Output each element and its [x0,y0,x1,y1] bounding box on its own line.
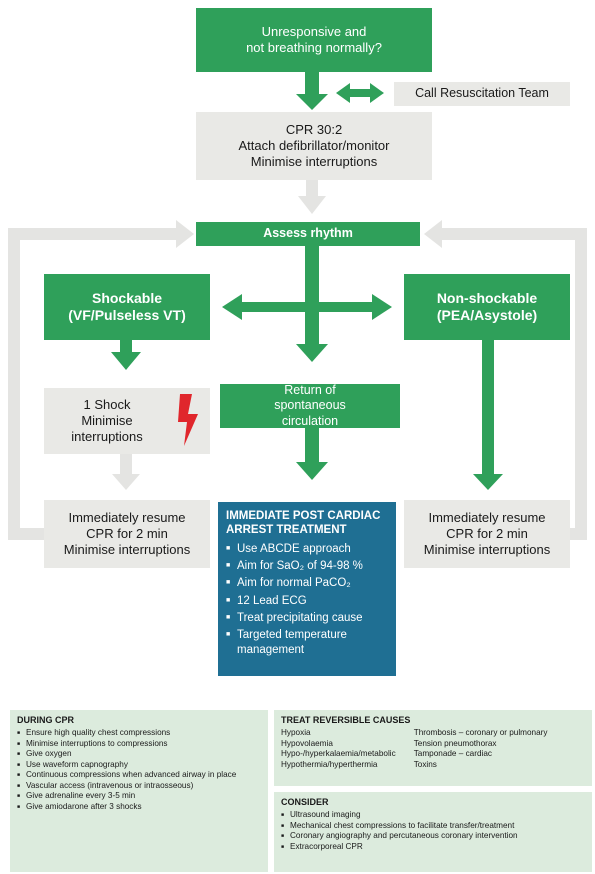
reversible-causes-right: Thrombosis – coronary or pulmonary Tensi… [414,728,548,770]
list-item: Continuous compressions when advanced ai… [17,770,261,781]
list-item: Use waveform capnography [17,760,261,771]
list-item: Hypothermia/hyperthermia [281,759,378,769]
list-item: Aim for normal PaCO₂ [226,576,388,590]
list-item: Give adrenaline every 3-5 min [17,791,261,802]
list-item: Tamponade – cardiac [413,749,492,758]
list-item: Targeted temperature management [226,628,388,657]
reversible-causes-title: TREAT REVERSIBLE CAUSES [281,715,411,725]
list-item: Ultrasound imaging [281,810,585,821]
post-cardiac-arrest-title: IMMEDIATE POST CARDIAC ARREST TREATMENT [226,510,381,536]
list-item: Thrombosis – coronary or pulmonary [413,728,548,737]
list-item: Extracorporeal CPR [281,842,585,853]
list-item: Mechanical chest compressions to facilit… [281,821,585,832]
consider-panel: CONSIDER Ultrasound imaging Mechanical c… [274,792,592,872]
assess-rhythm-box: Assess rhythm [196,222,420,246]
post-cardiac-arrest-list: Use ABCDE approach Aim for SaO₂ of 94-98… [226,542,388,658]
list-item: Hypoxia [281,728,311,737]
during-cpr-title: DURING CPR [17,715,75,725]
consider-list: Ultrasound imaging Mechanical chest comp… [281,810,585,852]
list-item: Aim for SaO₂ of 94-98 % [226,559,388,573]
lightning-bolt-icon [178,394,198,446]
list-item: Tension pneumothorax [413,738,497,748]
list-item: Hypovolaemia [281,738,333,748]
post-cardiac-arrest-box: IMMEDIATE POST CARDIAC ARREST TREATMENT … [218,502,396,676]
list-item: Minimise interruptions to compressions [17,739,261,750]
list-item: Ensure high quality chest compressions [17,728,261,739]
list-item: 12 Lead ECG [226,594,388,608]
list-item: Use ABCDE approach [226,542,388,556]
resume-cpr-right-box: Immediately resume CPR for 2 min Minimis… [404,500,570,568]
list-item: Toxins [413,759,437,769]
list-item: Treat precipitating cause [226,611,388,625]
during-cpr-panel: DURING CPR Ensure high quality chest com… [10,710,268,872]
list-item: Hypo-/hyperkalaemia/metabolic [281,749,396,758]
reversible-causes-columns: Hypoxia Hypovolaemia Hypo-/hyperkalaemia… [281,728,585,770]
consider-title: CONSIDER [281,797,329,807]
reversible-causes-panel: TREAT REVERSIBLE CAUSES Hypoxia Hypovola… [274,710,592,786]
list-item: Give oxygen [17,749,261,760]
shockable-box: Shockable (VF/Pulseless VT) [44,274,210,340]
nonshockable-box: Non-shockable (PEA/Asystole) [404,274,570,340]
call-team-box: Call Resuscitation Team [394,82,570,106]
list-item: Coronary angiography and percutaneous co… [281,831,585,842]
cpr-box: CPR 30:2 Attach defibrillator/monitor Mi… [196,112,432,180]
resume-cpr-left-box: Immediately resume CPR for 2 min Minimis… [44,500,210,568]
list-item: Give amiodarone after 3 shocks [17,802,261,813]
during-cpr-list: Ensure high quality chest compressions M… [17,728,261,812]
reversible-causes-left: Hypoxia Hypovolaemia Hypo-/hyperkalaemia… [281,728,396,770]
rosc-box: Return of spontaneous circulation [220,383,400,428]
list-item: Vascular access (intravenous or intraoss… [17,781,261,792]
start-box: Unresponsive and not breathing normally? [196,8,432,72]
